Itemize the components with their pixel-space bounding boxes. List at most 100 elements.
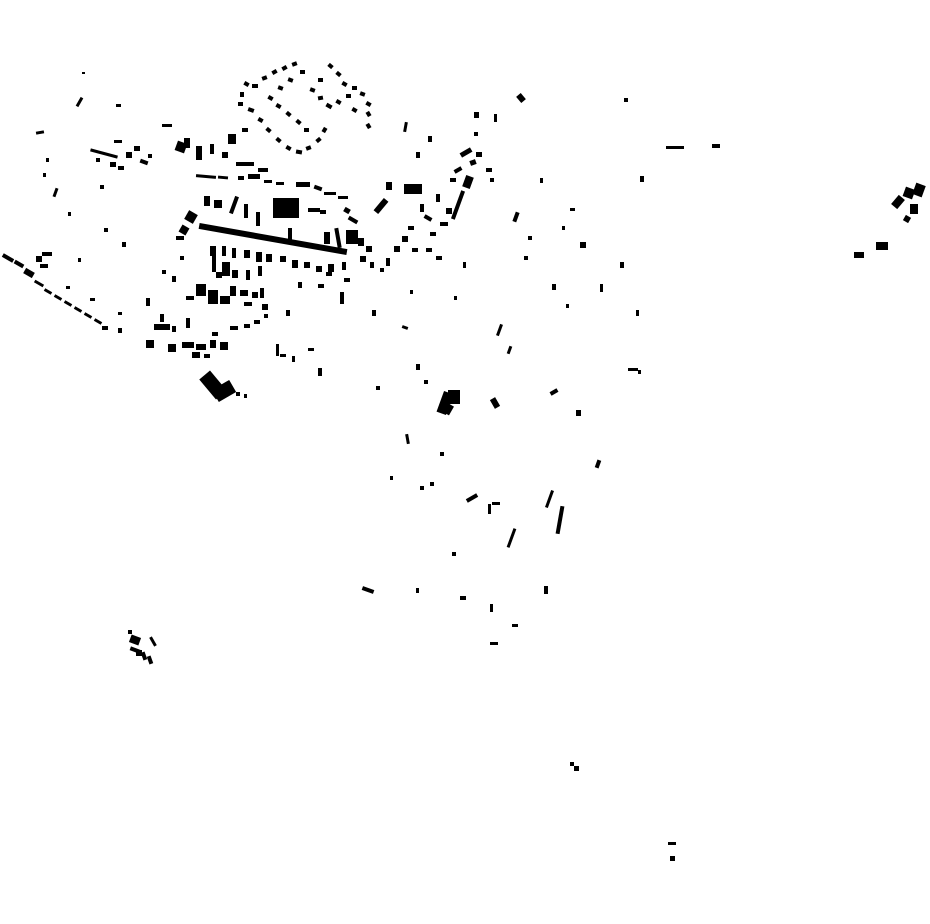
building-footprint xyxy=(280,354,286,357)
building-footprint xyxy=(594,459,602,469)
building-footprint xyxy=(403,121,408,133)
building-footprint xyxy=(570,762,574,766)
building-footprint xyxy=(636,310,639,316)
building-footprint xyxy=(670,856,675,861)
building-footprint xyxy=(254,320,260,324)
building-footprint xyxy=(266,254,272,262)
building-footprint xyxy=(258,266,262,276)
building-footprint xyxy=(580,242,586,248)
building-footprint xyxy=(465,493,479,503)
building-footprint xyxy=(182,342,194,348)
building-footprint xyxy=(668,842,676,845)
building-footprint xyxy=(273,198,299,218)
building-footprint xyxy=(139,158,149,166)
building-footprint xyxy=(285,145,292,151)
building-footprint xyxy=(566,304,569,308)
building-footprint xyxy=(104,228,108,232)
building-footprint xyxy=(252,84,258,88)
building-footprint xyxy=(36,256,42,262)
building-footprint xyxy=(366,246,372,252)
building-footprint xyxy=(492,502,500,505)
building-footprint xyxy=(321,126,328,134)
building-footprint xyxy=(416,588,419,593)
building-footprint xyxy=(128,630,132,634)
building-footprint xyxy=(390,476,393,480)
building-footprint xyxy=(53,294,63,301)
building-footprint xyxy=(295,118,302,126)
building-footprint xyxy=(217,175,229,180)
building-footprint xyxy=(412,248,418,252)
building-footprint xyxy=(394,246,400,252)
building-footprint xyxy=(78,258,81,262)
building-footprint xyxy=(370,262,374,268)
building-footprint xyxy=(304,128,309,132)
building-footprint xyxy=(146,298,150,306)
building-footprint xyxy=(600,284,603,292)
building-footprint xyxy=(486,168,492,172)
building-footprint xyxy=(512,624,518,627)
building-footprint xyxy=(410,290,413,294)
building-footprint xyxy=(318,284,324,288)
building-footprint xyxy=(222,152,228,158)
building-footprint xyxy=(386,258,390,266)
building-footprint xyxy=(436,256,442,260)
building-footprint xyxy=(196,284,206,296)
building-footprint xyxy=(442,402,454,416)
building-footprint xyxy=(440,222,448,226)
building-footprint xyxy=(338,196,348,199)
building-footprint xyxy=(494,114,497,122)
building-footprint xyxy=(320,210,326,214)
building-footprint xyxy=(876,242,888,250)
building-footprint xyxy=(666,146,684,149)
building-footprint xyxy=(318,368,322,376)
building-footprint xyxy=(149,636,157,647)
building-footprint xyxy=(620,262,624,268)
building-footprint xyxy=(712,144,720,148)
building-footprint xyxy=(351,107,358,113)
building-footprint xyxy=(178,224,190,236)
building-footprint xyxy=(506,528,517,548)
building-footprint xyxy=(544,586,548,594)
building-footprint xyxy=(300,70,305,74)
building-footprint xyxy=(162,270,166,274)
building-footprint xyxy=(416,152,420,158)
building-footprint xyxy=(118,166,124,170)
building-footprint xyxy=(247,107,255,113)
building-footprint xyxy=(386,182,392,190)
building-footprint xyxy=(365,122,372,130)
building-footprint xyxy=(1,253,15,263)
building-footprint xyxy=(236,392,240,396)
building-footprint xyxy=(450,178,456,182)
building-footprint xyxy=(359,91,366,97)
building-footprint xyxy=(222,262,230,276)
building-footprint xyxy=(265,126,272,134)
building-footprint xyxy=(192,352,200,358)
building-footprint xyxy=(318,78,323,82)
building-footprint xyxy=(244,250,250,258)
building-footprint xyxy=(210,340,216,348)
building-footprint xyxy=(134,146,140,151)
building-footprint xyxy=(459,147,473,158)
building-footprint xyxy=(246,270,250,280)
building-footprint xyxy=(118,312,122,315)
building-footprint xyxy=(360,256,366,262)
building-footprint xyxy=(244,204,248,218)
building-footprint xyxy=(204,354,210,358)
building-footprint xyxy=(228,134,236,144)
building-footprint xyxy=(304,262,310,268)
building-footprint xyxy=(96,158,100,162)
building-footprint xyxy=(146,340,154,348)
building-footprint xyxy=(240,92,244,97)
building-footprint xyxy=(262,304,268,310)
building-footprint xyxy=(277,85,284,91)
building-footprint xyxy=(430,232,436,236)
building-footprint xyxy=(43,173,46,177)
building-footprint xyxy=(640,176,644,182)
building-footprint xyxy=(257,117,264,123)
building-footprint xyxy=(256,252,262,262)
building-footprint xyxy=(23,267,35,279)
building-footprint xyxy=(891,194,905,210)
building-footprint xyxy=(361,586,375,594)
building-footprint xyxy=(342,262,346,270)
